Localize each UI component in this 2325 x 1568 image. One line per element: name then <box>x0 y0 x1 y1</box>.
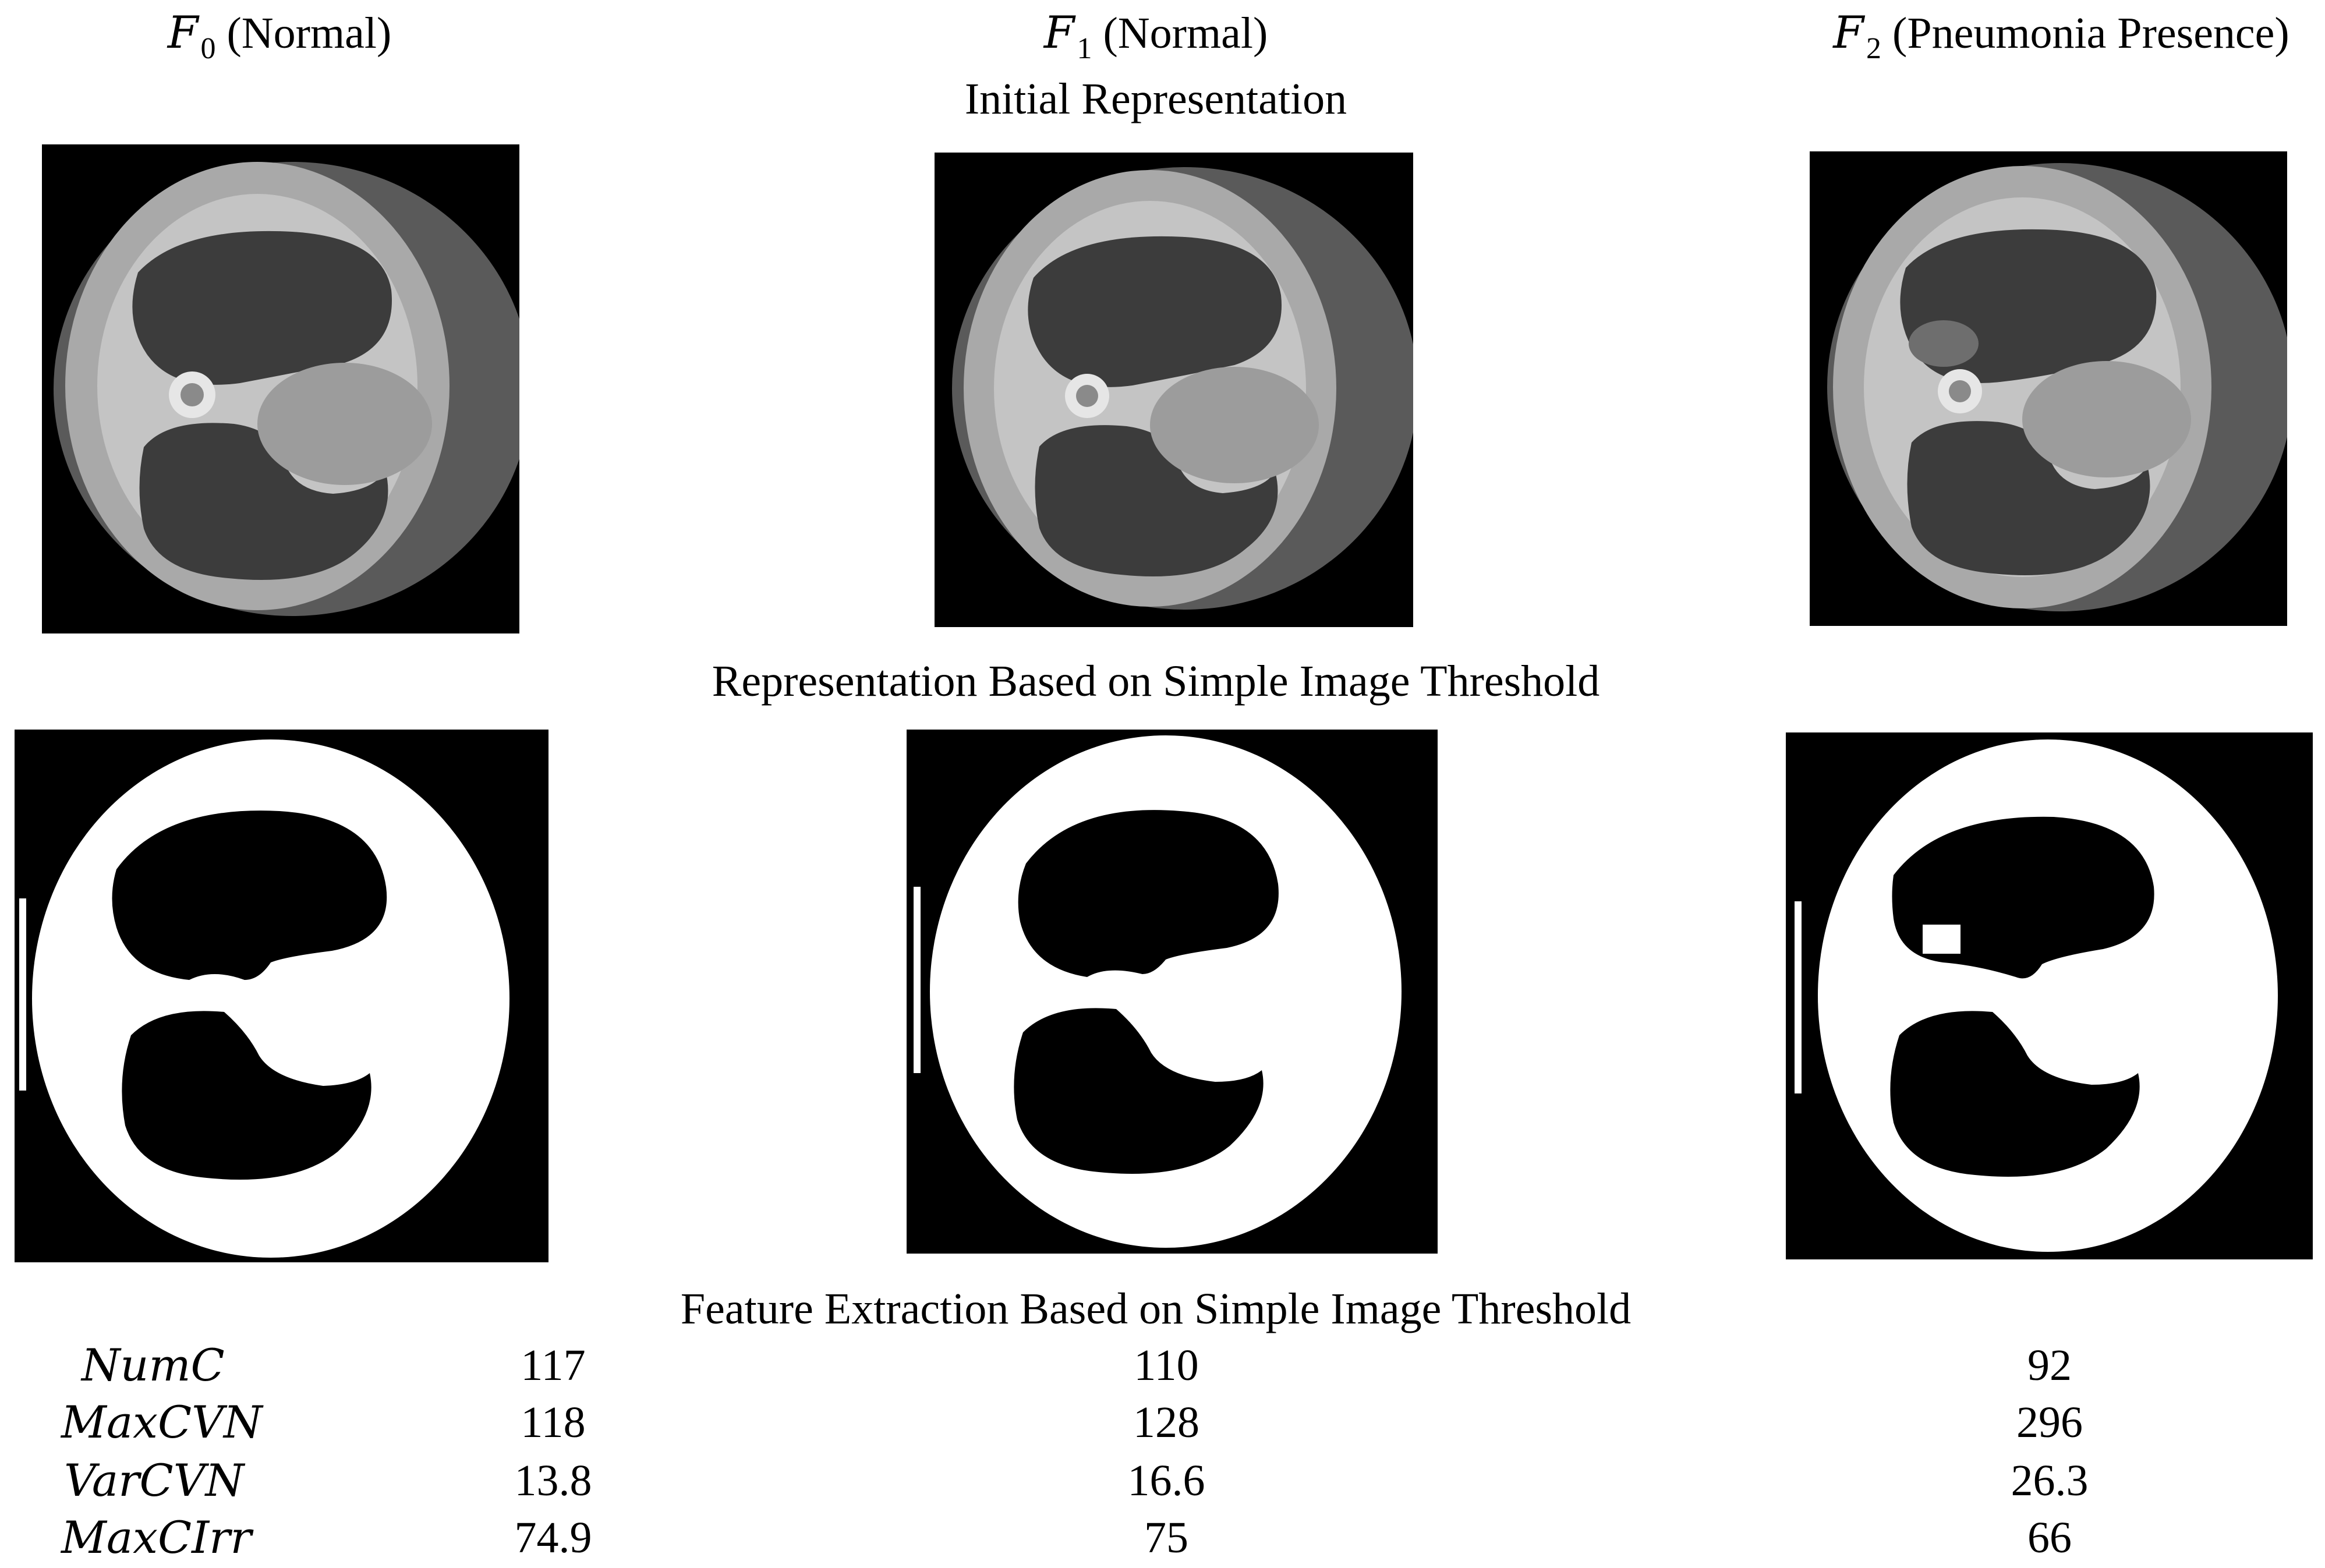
feature-value-f0: 117 <box>521 1341 586 1390</box>
feature-value-f1: 16.6 <box>1127 1456 1205 1505</box>
feature-value-f1: 128 <box>1133 1398 1199 1447</box>
feature-name: NumC <box>82 1339 225 1391</box>
column-header-f1: F1 (Normal) <box>1044 9 1268 64</box>
column-symbol: F <box>1833 6 1864 58</box>
feature-value-f2: 92 <box>2027 1341 2072 1390</box>
feature-value-f2: 66 <box>2027 1513 2072 1562</box>
feature-value-f1: 75 <box>1144 1513 1188 1562</box>
feature-value-f0: 74.9 <box>514 1513 592 1562</box>
section-title-initial: Initial Representation <box>964 75 1347 123</box>
column-symbol: F <box>167 6 199 58</box>
ct-image-f1 <box>935 153 1413 627</box>
threshold-image-f0 <box>15 730 548 1262</box>
column-subscript: 2 <box>1866 32 1882 65</box>
column-label: (Normal) <box>1103 9 1268 58</box>
column-subscript: 1 <box>1077 32 1092 65</box>
feature-name: MaxCIrr <box>61 1512 252 1563</box>
column-label: (Pneumonia Presence) <box>1892 9 2289 58</box>
column-label: (Normal) <box>227 9 392 58</box>
threshold-image-f2 <box>1786 732 2313 1259</box>
ct-image-f0 <box>42 144 519 633</box>
feature-value-f2: 296 <box>2016 1398 2083 1447</box>
feature-value-f2: 26.3 <box>2011 1456 2089 1505</box>
column-header-f0: F0 (Normal) <box>168 9 392 64</box>
feature-value-f0: 118 <box>521 1398 586 1447</box>
ct-image-f2 <box>1810 151 2287 626</box>
threshold-image-f1 <box>907 730 1438 1254</box>
feature-name: MaxCVN <box>61 1396 263 1448</box>
feature-value-f1: 110 <box>1134 1341 1199 1390</box>
column-subscript: 0 <box>200 32 216 65</box>
column-symbol: F <box>1043 6 1075 58</box>
feature-name: VarCVN <box>64 1454 245 1506</box>
column-header-f2: F2 (Pneumonia Presence) <box>1833 9 2289 64</box>
feature-value-f0: 13.8 <box>514 1456 592 1505</box>
section-title-threshold: Representation Based on Simple Image Thr… <box>712 657 1600 706</box>
section-title-features: Feature Extraction Based on Simple Image… <box>680 1284 1632 1333</box>
